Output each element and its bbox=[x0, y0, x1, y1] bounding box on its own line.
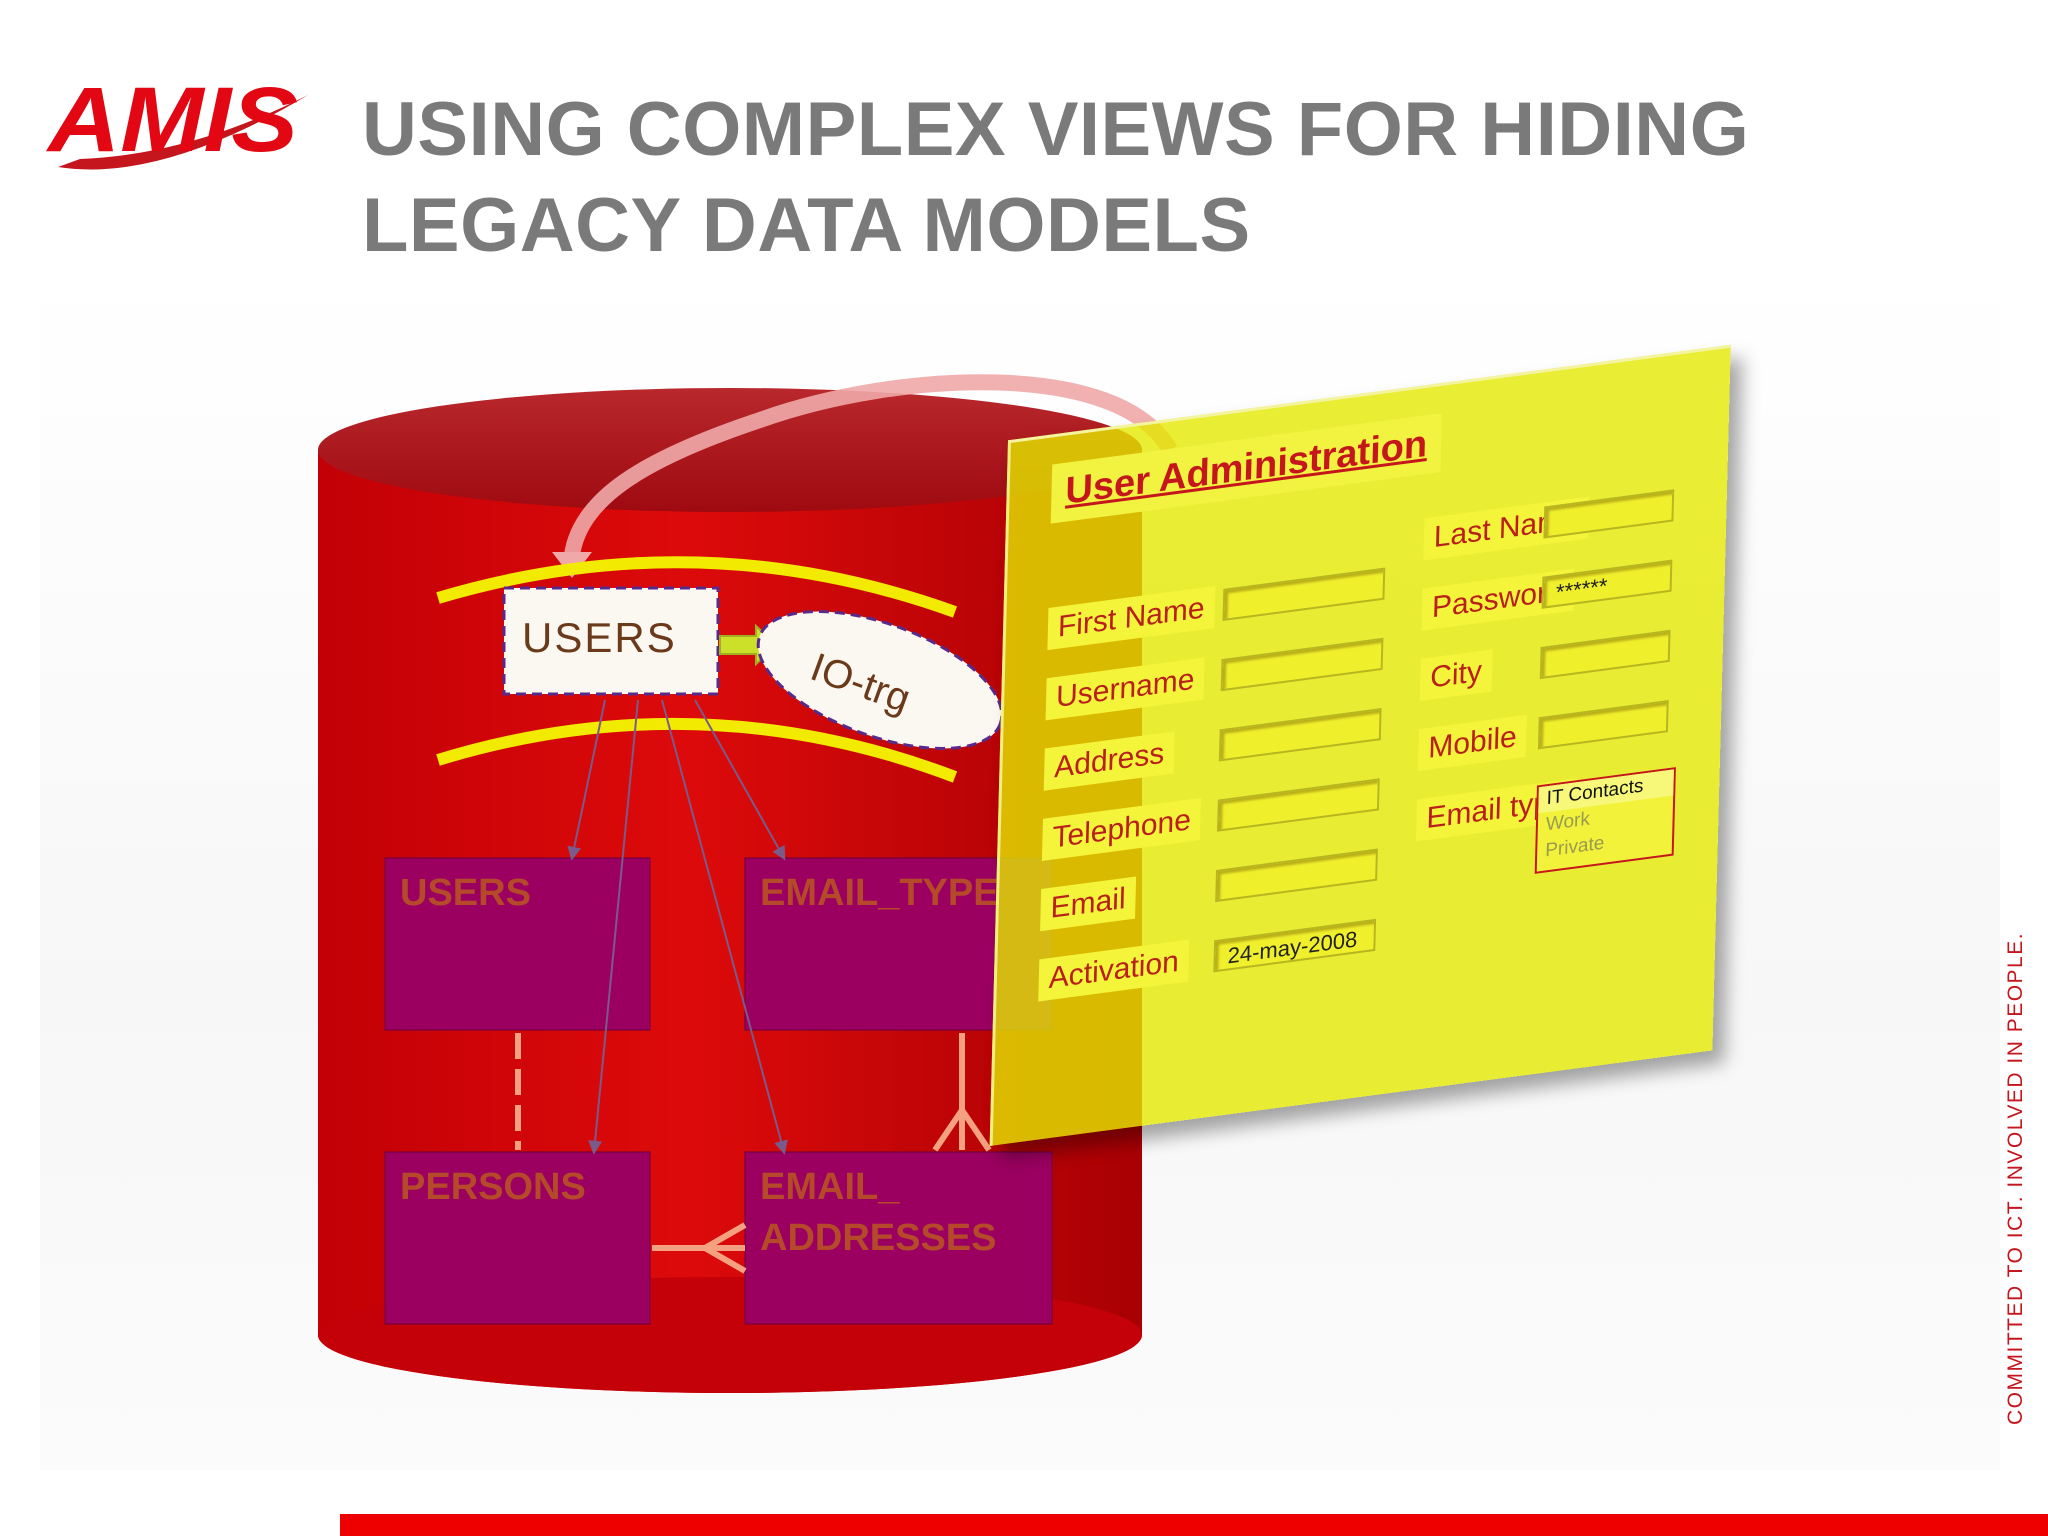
mapping-line-1 bbox=[567, 699, 606, 861]
user-admin-form: User Administration First Name Username … bbox=[989, 270, 1731, 1158]
table-persons-label: PERSONS bbox=[400, 1166, 586, 1208]
logo-text: AMIS bbox=[46, 69, 298, 171]
table-email-addresses-label-line-1: EMAIL_ bbox=[760, 1166, 900, 1208]
email-type-dropdown[interactable]: IT Contacts Work Private bbox=[1534, 767, 1676, 874]
table-email-type-label: EMAIL_TYPE bbox=[760, 872, 999, 914]
table-persons-box bbox=[384, 1151, 651, 1325]
mapping-curve-arrow bbox=[564, 374, 1177, 557]
table-users-label: USERS bbox=[400, 872, 531, 914]
table-email-addresses-label-line-2: ADDRESSES bbox=[760, 1217, 997, 1259]
table-email-addresses-box bbox=[744, 1151, 1053, 1325]
table-users-box bbox=[384, 857, 651, 1031]
view-users-box bbox=[502, 586, 720, 696]
view-layer-arc-top bbox=[436, 556, 958, 618]
mapping-line-2 bbox=[588, 699, 639, 1155]
logo-swoosh bbox=[58, 95, 308, 170]
relation-persons-crowsfoot bbox=[703, 1222, 747, 1274]
slide-title-line-1: USING COMPLEX VIEWS FOR HIDING bbox=[362, 87, 1750, 172]
mapping-line-3 bbox=[661, 699, 788, 1155]
side-tagline: COMMITTED TO ICT. INVOLVED IN PEOPLE. bbox=[2004, 931, 2027, 1425]
view-layer-arc-bottom bbox=[436, 717, 958, 783]
mapping-line-4 bbox=[694, 699, 786, 861]
relation-emailtype-crowsfoot bbox=[932, 1108, 992, 1152]
database-cylinder-top bbox=[318, 388, 1142, 512]
bottom-accent-bar bbox=[340, 1514, 2048, 1536]
view-users-label: USERS bbox=[522, 614, 677, 661]
slide-title: USING COMPLEX VIEWS FOR HIDING LEGACY DA… bbox=[362, 82, 1862, 274]
amis-logo: AMIS bbox=[46, 69, 308, 171]
slide-title-line-2: LEGACY DATA MODELS bbox=[362, 183, 1251, 268]
